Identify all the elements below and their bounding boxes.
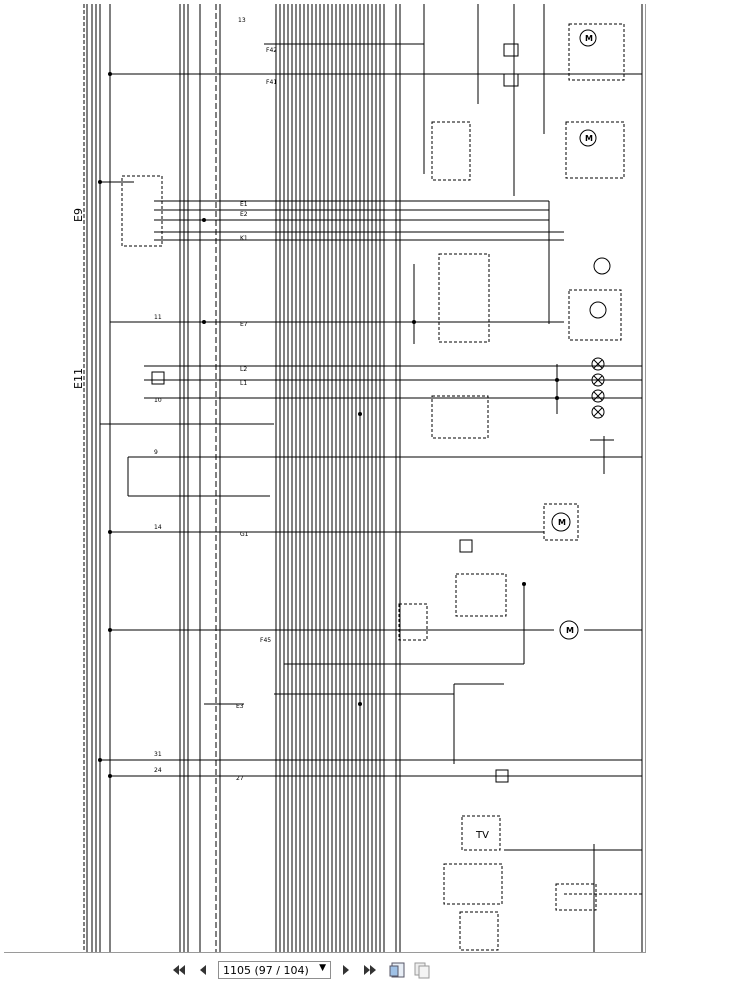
prev-page-icon [200,965,206,975]
page-layout-icon [414,962,430,979]
connector-label: F45 [260,637,271,644]
page-navigation-toolbar: 1105 (97 / 104) ▼ [0,956,742,984]
tv-component-label: TV [475,830,489,841]
connector-label: 10 [154,397,162,404]
connector-label: F42 [266,47,277,54]
dropdown-chevron-icon: ▼ [319,963,326,973]
motor-label: M [585,134,593,143]
connector-label: 24 [154,767,162,774]
connector-label: 14 [154,524,162,531]
page-layout-button[interactable] [412,960,432,980]
connector-label: 13 [238,17,246,24]
connector-label: 27 [236,775,244,782]
document-page: E9 E11 13 F42 F41 11 10 9 14 F45 E3 31 2… [4,4,646,953]
connector-label: 9 [154,449,158,456]
page-number-selector[interactable]: 1105 (97 / 104) ▼ [218,961,331,979]
sheet-label-e11: E11 [72,368,85,389]
wiring-schematic: E9 E11 13 F42 F41 11 10 9 14 F45 E3 31 2… [72,4,643,952]
connector-label: E1 [240,201,248,208]
last-page-icon [364,965,376,975]
connector-label: E7 [240,321,248,328]
connector-label: E3 [236,703,244,710]
sheet-label-e9: E9 [72,208,85,222]
connector-label: F41 [266,79,277,86]
connector-label: L2 [240,366,247,373]
connector-label: L1 [240,380,247,387]
motor-label: M [566,626,574,635]
last-page-button[interactable] [361,960,379,980]
connector-label: E2 [240,211,248,218]
connector-label: K1 [240,235,248,242]
connector-label: G1 [240,531,249,538]
first-page-icon [173,965,185,975]
next-page-button[interactable] [337,960,355,980]
motor-label: M [585,34,593,43]
connector-label: 31 [154,751,162,758]
connector-label: 11 [154,314,162,321]
thumbnail-view-button[interactable] [388,960,408,980]
motor-label: M [558,518,566,527]
thumbnail-view-icon [389,962,405,978]
first-page-button[interactable] [170,960,188,980]
page-indicator-text: 1105 (97 / 104) [223,963,309,977]
previous-page-button[interactable] [194,960,212,980]
next-page-icon [343,965,349,975]
